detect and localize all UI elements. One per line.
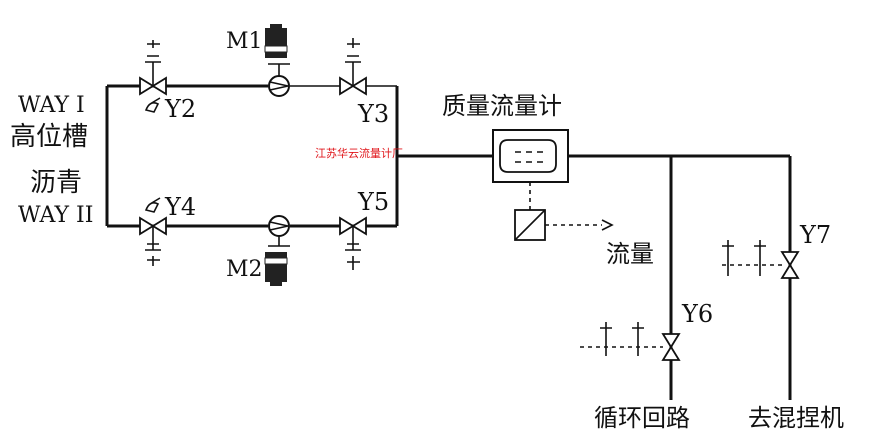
- circulation-label: 循环回路: [594, 404, 690, 432]
- transmitter-diagonal: [514, 209, 546, 241]
- watermark-text: 江苏华云流量计厂: [315, 146, 403, 160]
- y7-label: Y7: [799, 221, 831, 249]
- y4-label: Y4: [164, 193, 196, 221]
- flowmeter-label: 质量流量计: [442, 92, 562, 120]
- flow-label: 流量: [606, 240, 654, 268]
- asphalt-label: 沥青: [30, 168, 82, 198]
- way1-label: WAY I: [18, 93, 85, 118]
- m2-label: M2: [226, 257, 263, 282]
- signal-arrow-icon: [601, 219, 614, 231]
- pump-m1[interactable]: [264, 24, 290, 97]
- y5-label: Y5: [357, 188, 389, 216]
- valve-y3[interactable]: [339, 38, 367, 96]
- way2-label: WAY II: [18, 203, 93, 228]
- hand-actuator-y4-icon: [144, 197, 161, 213]
- tank-label: 高位槽: [10, 122, 88, 152]
- valve-y4[interactable]: [139, 216, 167, 266]
- mass-flowmeter[interactable]: [492, 129, 569, 183]
- m1-label: M1: [226, 29, 263, 54]
- valve-y7[interactable]: [722, 240, 800, 279]
- y3-label: Y3: [357, 100, 389, 128]
- y2-label: Y2: [164, 95, 196, 123]
- valve-y6[interactable]: [580, 322, 681, 361]
- valve-y5[interactable]: [339, 216, 367, 270]
- motor-m2-body: [265, 252, 287, 282]
- motor-m1-body: [265, 28, 287, 58]
- y6-label: Y6: [681, 300, 713, 328]
- to-kneader-label: 去混捏机: [748, 404, 844, 432]
- valve-y2[interactable]: [139, 40, 167, 96]
- pump-m2[interactable]: [264, 215, 290, 286]
- hand-actuator-y2-icon: [144, 97, 161, 113]
- pipe-network: [105, 84, 792, 400]
